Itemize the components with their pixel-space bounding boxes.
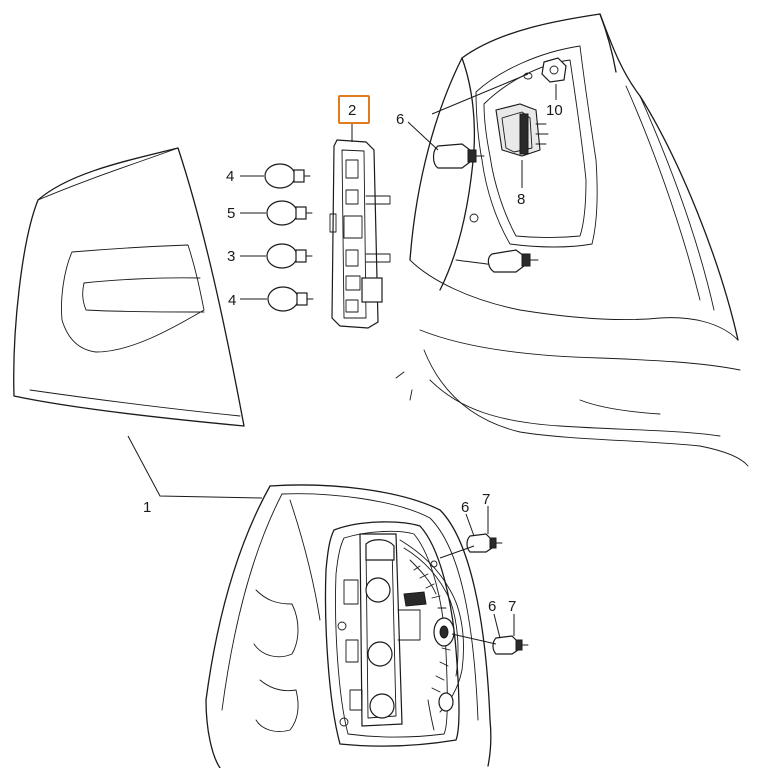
label-part-6-upper: 6 (396, 111, 404, 128)
label-part-10: 10 (546, 102, 563, 119)
label-part-4-bottom: 4 (228, 292, 236, 309)
tail-light-lens (13, 147, 245, 427)
socket-6-upper (407, 121, 485, 169)
label-part-2: 2 (348, 102, 356, 119)
label-part-7-lower-a: 7 (482, 491, 490, 508)
bulb-top (264, 163, 311, 189)
assembled-view (205, 484, 492, 768)
nut-10 (431, 57, 567, 115)
highlight-box (338, 95, 370, 124)
label-part-5: 5 (227, 205, 235, 222)
bulb-holder (329, 124, 391, 329)
label-part-4-top: 4 (226, 168, 234, 185)
car-body-panel (395, 13, 749, 467)
leader-part-1 (127, 435, 263, 499)
socket-6-lower-upper (439, 506, 503, 559)
socket-6-lower-lower (451, 613, 529, 655)
label-part-3: 3 (227, 248, 235, 265)
label-part-8: 8 (517, 191, 525, 208)
label-part-1: 1 (143, 499, 151, 516)
callout-labels: 1 2 4 5 3 4 6 8 10 6 7 6 7 (143, 102, 563, 615)
bulb-bottom (267, 286, 314, 312)
bulbs (240, 163, 314, 312)
label-part-6-lower-a: 6 (461, 499, 469, 516)
label-part-6-lower-b: 6 (488, 598, 496, 615)
bulb-second (266, 200, 313, 226)
bulb-third (266, 243, 313, 269)
label-part-7-lower-b: 7 (508, 598, 516, 615)
socket-body-lower (487, 249, 539, 273)
connector-8 (495, 103, 549, 188)
